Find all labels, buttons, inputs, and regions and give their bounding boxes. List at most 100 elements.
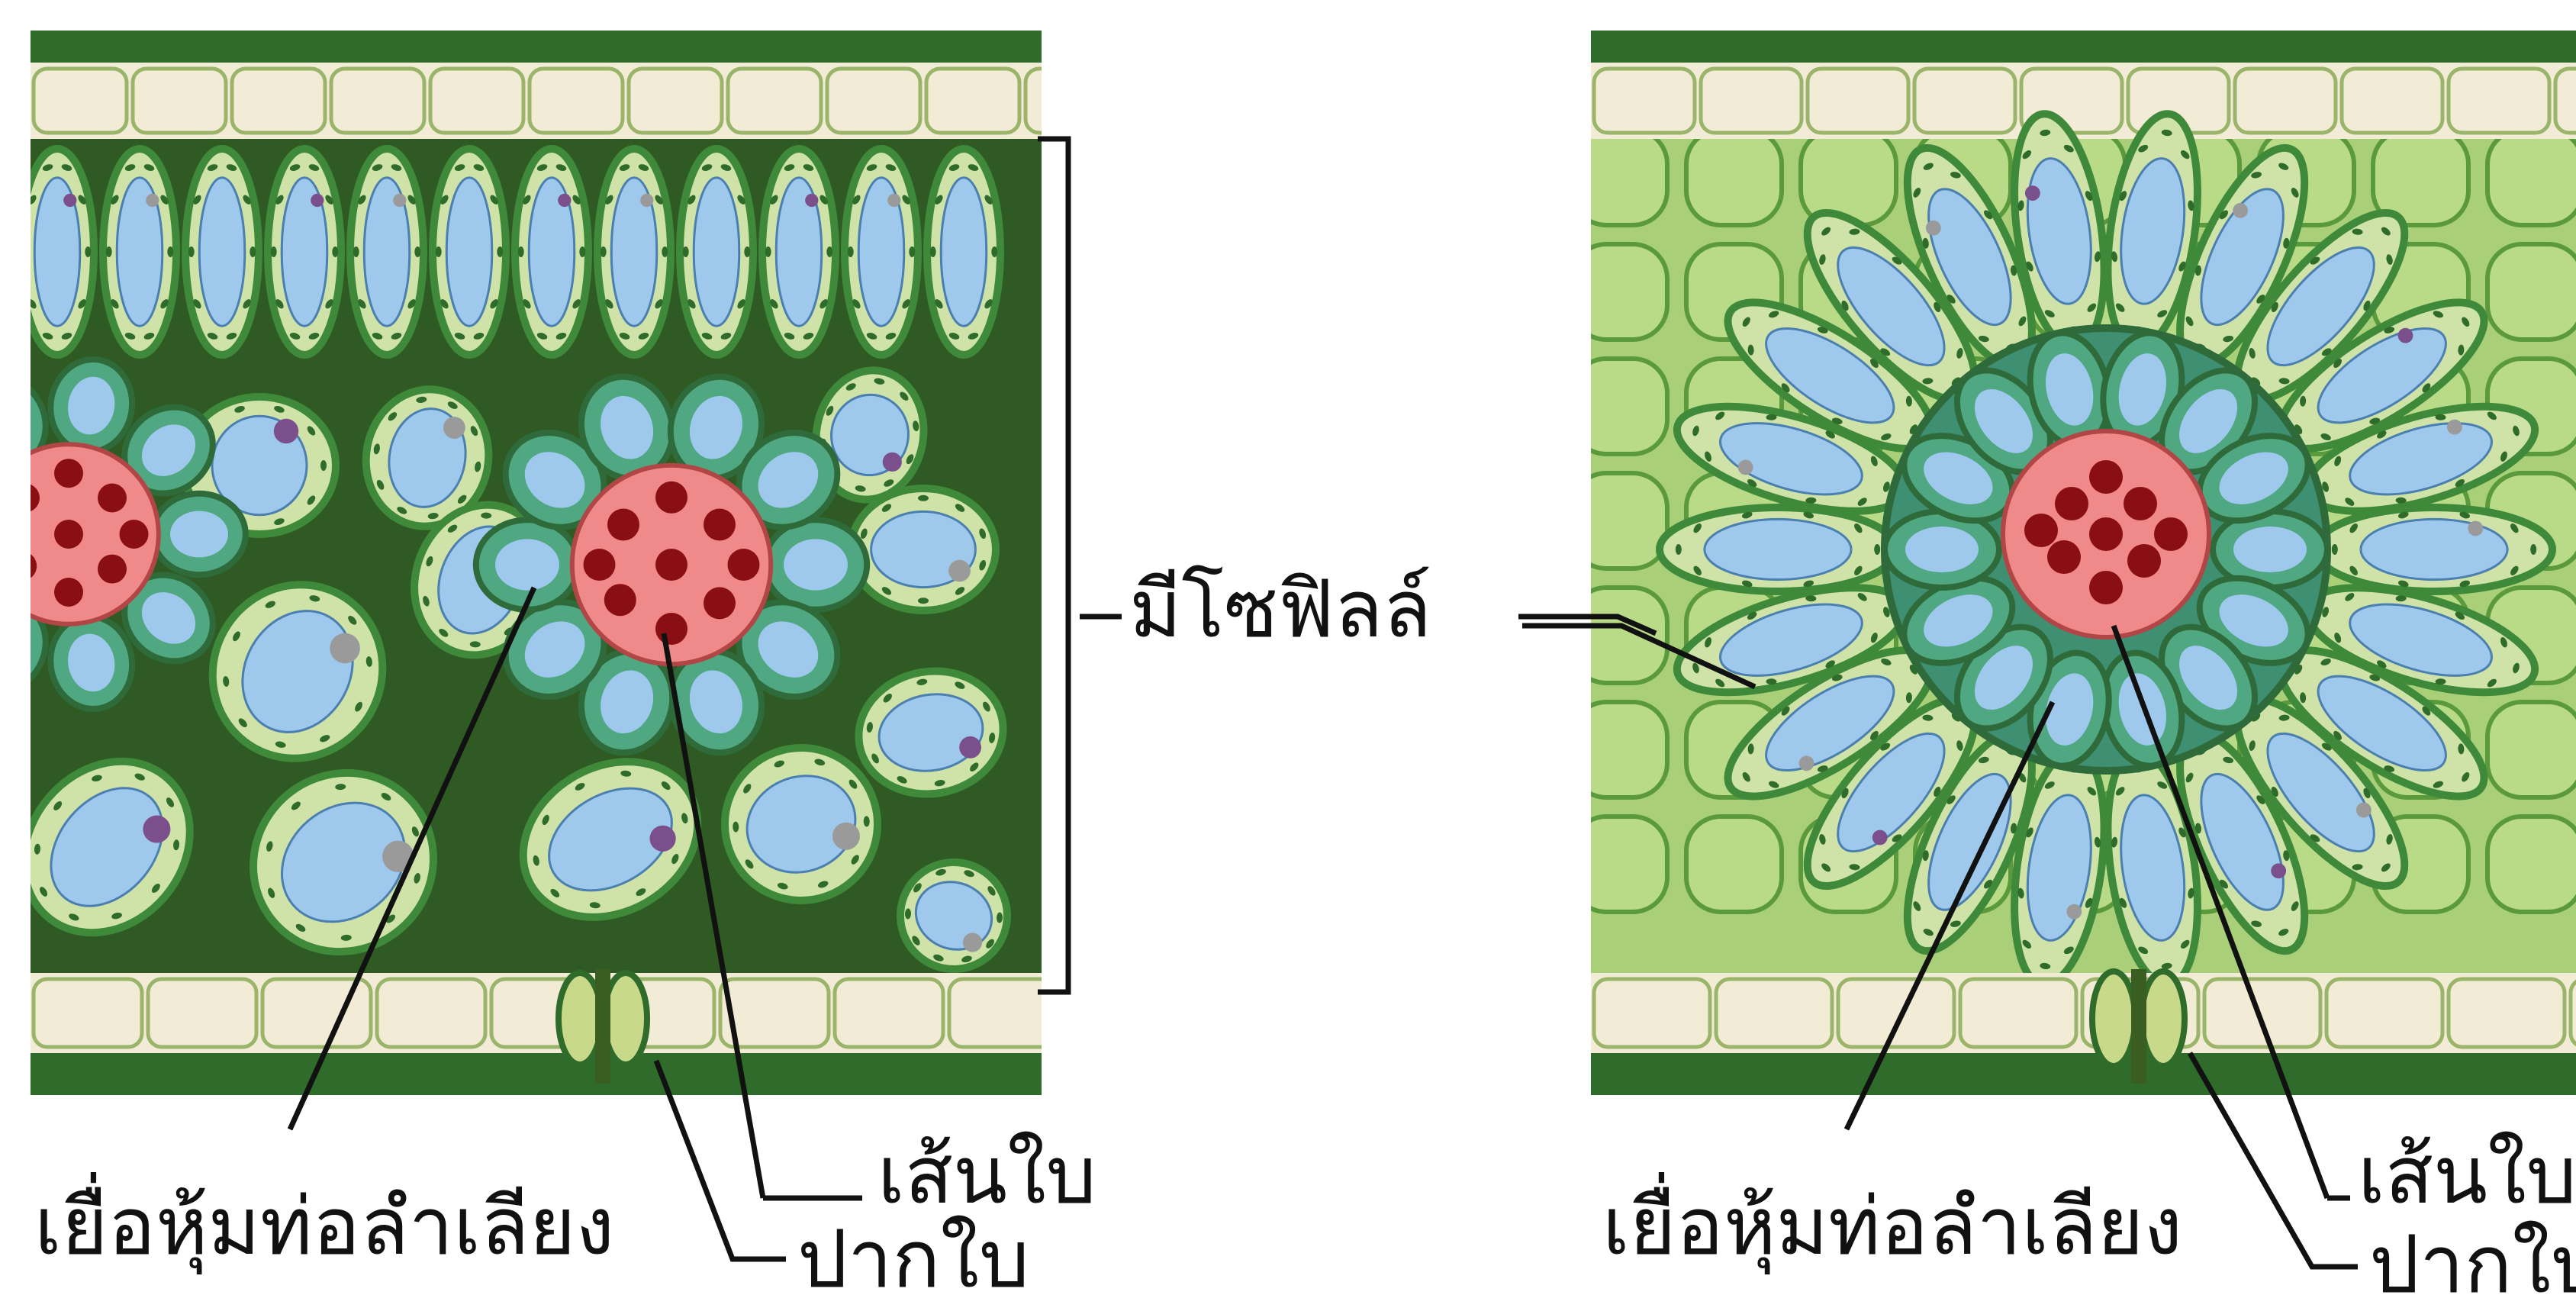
xylem-vessel [2154, 517, 2188, 551]
background-cell [2487, 817, 2576, 912]
epidermis-cell [2204, 979, 2320, 1047]
mesophyll-cell [851, 488, 996, 610]
epidermis-cell [827, 69, 920, 133]
epidermis-cell [2571, 979, 2576, 1047]
background-cell [2487, 130, 2576, 225]
epidermis-cell [728, 69, 821, 133]
xylem-vessel [2124, 487, 2157, 520]
mesophyll-label: มีโซฟิลล์ [1129, 569, 1431, 649]
bundle-sheath-cell [0, 525, 4, 633]
xylem-vessel [2127, 544, 2161, 578]
xylem-vessel [98, 555, 127, 584]
background-cell [1572, 130, 1667, 225]
xylem-vessel [2089, 571, 2123, 604]
epidermis-cell [34, 979, 142, 1047]
epidermis-cell [835, 979, 943, 1047]
xylem-vessel [604, 584, 636, 616]
xylem-vessel [8, 552, 37, 581]
epidermis-cell [1701, 69, 1802, 133]
xylem-vessel [655, 613, 687, 645]
epidermis-cell [133, 69, 226, 133]
xylem-vessel [2055, 487, 2088, 520]
background-cell [1686, 817, 1782, 912]
epidermis-cell [1960, 979, 2076, 1047]
mesophyll-cell [185, 149, 259, 355]
mesophyll-cell [21, 149, 94, 355]
background-cell [2487, 244, 2576, 340]
epidermis-cell [331, 69, 424, 133]
epidermis-cell [629, 69, 722, 133]
background-cell [1572, 473, 1667, 569]
mesophyll-cell [350, 149, 423, 355]
epidermis-cell [1914, 69, 2015, 133]
epidermis-cell [1808, 69, 1908, 133]
bundle-sheath-cell [0, 436, 4, 544]
xylem-vessel [54, 459, 83, 488]
xylem-vessel [2047, 540, 2081, 574]
xylem-vessel [607, 509, 639, 541]
mesophyll-cell [1660, 507, 1896, 591]
epidermis-cell [377, 979, 485, 1047]
epidermis-cell [949, 979, 1058, 1047]
mesophyll-cell [762, 149, 836, 355]
epidermis-cell [2326, 979, 2442, 1047]
left-bundle-sheath-label: เยื่อหุ้มท่อลำเลียง [34, 1187, 614, 1266]
bundle-sheath-cell [476, 520, 578, 610]
xylem-vessel [2089, 460, 2123, 494]
mesophyll-cell [845, 149, 918, 355]
mesophyll-cell [268, 149, 341, 355]
right-stomata-guard-cells [2092, 969, 2185, 1084]
left-vein-label: เส้นใบ [877, 1135, 1096, 1215]
epidermis-cell [1026, 69, 1119, 133]
xylem-vessel [98, 484, 127, 513]
c4-leaf-panel [1572, 31, 2576, 1095]
xylem-vessel [120, 520, 149, 549]
epidermis-cell [1838, 979, 1954, 1047]
xylem-vessel [2024, 514, 2058, 547]
right-stomata-label: ปากใบ [2369, 1225, 2576, 1304]
background-cell [1801, 130, 1896, 225]
epidermis-cell [2342, 69, 2442, 133]
epidermis-cell [2449, 69, 2549, 133]
right-vascular-bundle [2003, 431, 2209, 637]
background-cell [1572, 817, 1667, 912]
epidermis-cell [1594, 979, 1710, 1047]
xylem-vessel [2089, 517, 2123, 551]
xylem-vessel [728, 549, 760, 581]
epidermis-cell [2449, 979, 2565, 1047]
xylem-vessel [704, 587, 736, 619]
xylem-vessel [655, 549, 687, 581]
xylem-vessel [54, 520, 83, 549]
mesophyll-cell [927, 149, 1000, 355]
epidermis-cell [1716, 979, 1832, 1047]
right-vein-label: เส้นใบ [2358, 1135, 2576, 1215]
bundle-sheath-cell [153, 494, 246, 575]
epidermis-cell [926, 69, 1019, 133]
epidermis-cell [2555, 69, 2576, 133]
mesophyll-cell [2316, 507, 2552, 591]
background-cell [1686, 130, 1782, 225]
background-cell [1572, 702, 1667, 797]
xylem-vessel [0, 520, 18, 549]
epidermis-cell [430, 69, 523, 133]
c3-leaf-panel [0, 31, 1119, 1095]
mesophyll-cell [515, 149, 588, 355]
epidermis-cell [2235, 69, 2336, 133]
epidermis-cell [34, 69, 127, 133]
background-cell [1572, 359, 1667, 454]
background-cell [2487, 702, 2576, 797]
background-cell [1572, 244, 1667, 340]
mesophyll-bracket [1038, 139, 1068, 992]
bundle-sheath-cell [765, 520, 867, 610]
mesophyll-cell [597, 149, 671, 355]
xylem-vessel [584, 549, 616, 581]
xylem-vessel [655, 482, 687, 514]
background-cell [1572, 588, 1667, 683]
left-stomata-label: ปากใบ [797, 1219, 1029, 1299]
mesophyll-cell [103, 149, 176, 355]
mesophyll-cell [680, 149, 753, 355]
epidermis-cell [232, 69, 325, 133]
mesophyll-cell [433, 149, 506, 355]
epidermis-cell [148, 979, 256, 1047]
